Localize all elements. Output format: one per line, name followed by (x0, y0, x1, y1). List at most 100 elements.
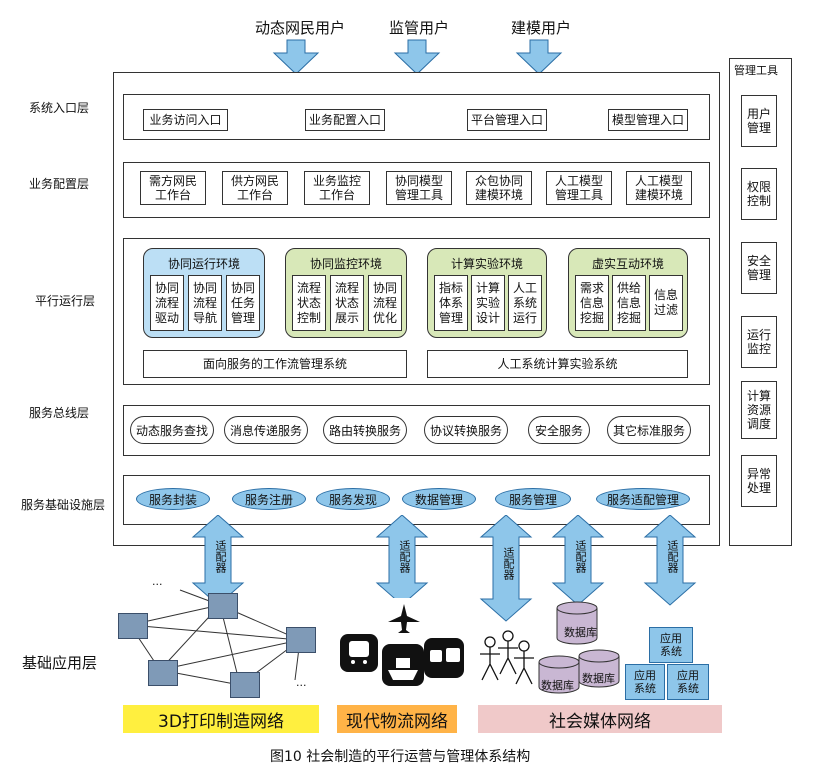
config-label-line: 人工模型 (554, 174, 603, 188)
down-arrow-icon (272, 39, 320, 75)
entry-business-access: 业务访问入口 (143, 109, 228, 131)
env-sub-line: 计算 (475, 280, 500, 295)
env-sub: 信息过滤 (649, 275, 683, 331)
adapter-label: 适配器 (398, 540, 411, 573)
entry-platform-mgmt: 平台管理入口 (467, 109, 547, 131)
bus-security: 安全服务 (528, 416, 590, 444)
tool-label-line: 监控 (746, 342, 771, 356)
train-icon (340, 634, 378, 672)
env-sub-line: 驱动 (154, 310, 179, 325)
tool-label-line: 权限 (746, 180, 771, 194)
tool-compute-scheduling: 计算资源调度 (741, 381, 777, 439)
app-system-box: 应用系统 (667, 664, 709, 700)
infra-service-management: 服务管理 (495, 488, 571, 510)
config-artificial-modeling-env: 人工模型建模环境 (626, 171, 692, 205)
network-logistics: 现代物流网络 (337, 705, 457, 733)
people-icon (480, 630, 534, 685)
layer-label-base: 基础应用层 (22, 654, 98, 672)
env-sub: 供给信息挖掘 (612, 275, 646, 331)
env-sub-line: 任务 (230, 295, 255, 310)
logistics-icons (340, 598, 464, 686)
tool-label-line: 运行 (746, 328, 771, 342)
env-virtual-real-interaction: 虚实互动环境 需求信息挖掘 供给信息挖掘 信息过滤 (568, 248, 688, 338)
env-collab-monitor: 协同监控环境 流程状态控制 流程状态展示 协同流程优化 (285, 248, 407, 338)
user-arrows (272, 39, 563, 75)
user-dynamic-netizen: 动态网民用户 (255, 19, 346, 37)
env-sub-line: 指标 (438, 280, 463, 295)
adapter-arrows (191, 515, 697, 622)
env-sub-line: 供给 (616, 280, 641, 295)
env-sub-line: 协同 (154, 280, 179, 295)
network-social-media: 社会媒体网络 (478, 705, 722, 733)
down-arrow-icon (393, 39, 441, 75)
down-arrow-icon (515, 39, 563, 75)
env-sub-line: 挖掘 (579, 310, 604, 325)
bus-routing-conversion: 路由转换服务 (323, 416, 407, 444)
env-sub: 人工系统运行 (508, 275, 542, 331)
database-label: 数据库 (582, 672, 615, 685)
env-sub-line: 设计 (475, 310, 500, 325)
tool-label-line: 异常 (746, 467, 771, 481)
env-sub: 流程状态控制 (292, 275, 326, 331)
env-sub-line: 信息 (616, 295, 641, 310)
database-cluster (538, 601, 620, 694)
app-system-box: 应用系统 (625, 664, 665, 700)
config-label-line: 工作台 (154, 188, 191, 202)
3d-printer-icon (230, 672, 260, 698)
entry-business-config: 业务配置入口 (305, 109, 385, 131)
tool-label-line: 控制 (746, 194, 771, 208)
bus-dynamic-lookup: 动态服务查找 (130, 416, 214, 444)
config-label-line: 工作台 (318, 188, 355, 202)
env-title: 计算实验环境 (450, 257, 523, 271)
network-3d-printing: 3D打印制造网络 (123, 705, 319, 733)
config-artificial-model-tool: 人工模型管理工具 (546, 171, 612, 205)
config-label-line: 人工模型 (634, 174, 683, 188)
env-sub-line: 需求 (579, 280, 604, 295)
config-label-line: 建模环境 (474, 188, 523, 202)
infra-service-discovery: 服务发现 (316, 488, 390, 510)
infra-service-registration: 服务注册 (232, 488, 306, 510)
env-sub: 指标体系管理 (434, 275, 468, 331)
env-title: 协同监控环境 (309, 257, 382, 271)
app-label-line: 系统 (677, 682, 699, 695)
tool-label-line: 管理 (746, 121, 771, 135)
env-sub-line: 流程 (154, 295, 179, 310)
tool-label-line: 用户 (746, 107, 771, 121)
config-crowd-modeling-env: 众包协同建模环境 (466, 171, 532, 205)
config-monitor-workbench: 业务监控工作台 (304, 171, 370, 205)
config-collab-model-tool: 协同模型管理工具 (386, 171, 452, 205)
env-sub-line: 流程 (372, 295, 397, 310)
adapter-label: 适配器 (502, 547, 515, 580)
env-sub: 协同任务管理 (226, 275, 260, 331)
env-sub-line: 系统 (512, 295, 537, 310)
config-label-line: 供方网民 (230, 174, 279, 188)
app-label-line: 应用 (677, 669, 699, 682)
entry-model-mgmt: 模型管理入口 (608, 109, 688, 131)
bus-protocol-conversion: 协议转换服务 (424, 416, 508, 444)
env-sub-line: 优化 (372, 310, 397, 325)
tool-label-line: 计算 (746, 389, 771, 403)
database-label: 数据库 (564, 626, 597, 639)
tool-label-line: 调度 (746, 417, 771, 431)
env-sub-line: 挖掘 (616, 310, 641, 325)
env-sub-line: 协同 (372, 280, 397, 295)
config-label-line: 管理工具 (394, 188, 443, 202)
layer-label-parallel: 平行运行层 (35, 294, 96, 308)
env-sub-line: 流程 (192, 295, 217, 310)
env-sub-line: 体系 (438, 295, 463, 310)
tool-exception-handling: 异常处理 (741, 455, 777, 507)
double-arrow-icon (191, 515, 697, 622)
figure-caption: 图10 社会制造的平行运营与管理体系结构 (270, 749, 531, 765)
config-supply-workbench: 供方网民工作台 (222, 171, 288, 205)
env-sub-line: 状态 (334, 295, 359, 310)
env-sub-line: 流程 (296, 280, 321, 295)
3d-printer-icon (286, 627, 316, 653)
env-sub-line: 状态 (296, 295, 321, 310)
tool-permission-control: 权限控制 (741, 168, 777, 220)
tool-user-mgmt: 用户管理 (741, 95, 777, 147)
app-label-line: 系统 (634, 682, 656, 695)
config-demand-workbench: 需方网民工作台 (140, 171, 206, 205)
env-title: 虚实互动环境 (591, 257, 664, 271)
env-sub-line: 展示 (334, 310, 359, 325)
workflow-mgmt-system: 面向服务的工作流管理系统 (143, 350, 407, 378)
